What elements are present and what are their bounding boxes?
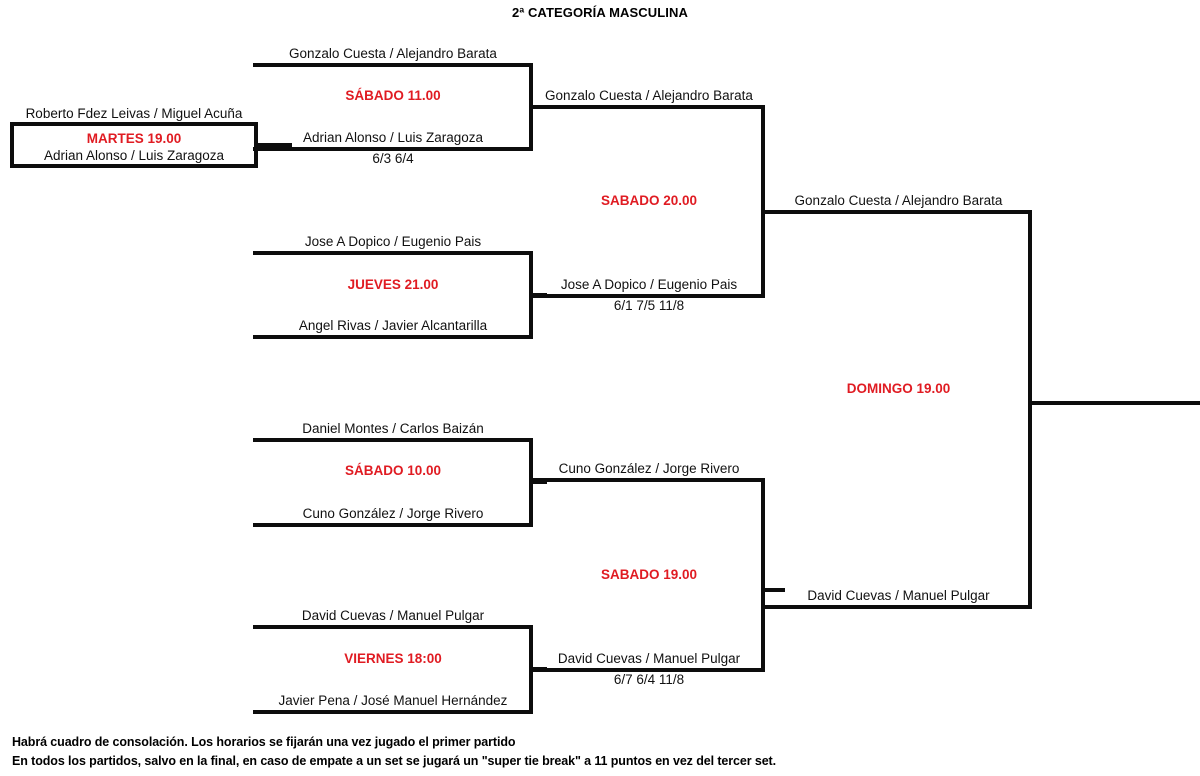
qf-1-top-team: Gonzalo Cuesta / Alejandro Barata bbox=[289, 46, 497, 61]
qf-3-top-line bbox=[253, 438, 533, 442]
qf-3-top-team: Daniel Montes / Carlos Baizán bbox=[302, 421, 484, 436]
r16-m1-schedule: MARTES 19.00 bbox=[86, 131, 182, 146]
sf-2-schedule: SABADO 19.00 bbox=[600, 567, 698, 582]
qf-1-score: 6/3 6/4 bbox=[372, 151, 414, 166]
final-bottom-line bbox=[765, 605, 1032, 609]
r16-m1-left-line bbox=[10, 122, 14, 168]
qf-4-bottom-line bbox=[253, 710, 533, 714]
final-schedule: DOMINGO 19.00 bbox=[846, 381, 951, 396]
r16-m1-bottom-line bbox=[10, 164, 258, 168]
qf-3-winner-connector bbox=[529, 480, 547, 484]
page-title: 2ª CATEGORÍA MASCULINA bbox=[511, 5, 688, 20]
sf-2-bottom-line bbox=[533, 668, 765, 672]
final-right-line bbox=[1028, 210, 1032, 609]
qf-4-schedule: VIERNES 18:00 bbox=[344, 651, 442, 666]
r16-m1-top-line bbox=[10, 122, 258, 126]
footer-note-line-2: En todos los partidos, salvo en la final… bbox=[12, 754, 776, 768]
sf-1-top-team: Gonzalo Cuesta / Alejandro Barata bbox=[545, 88, 753, 103]
qf-3-bottom-line bbox=[253, 523, 533, 527]
qf-4-top-line bbox=[253, 625, 533, 629]
qf-1-bottom-line bbox=[253, 147, 533, 151]
qf-1-top-line bbox=[253, 63, 533, 67]
footer-note-line-1: Habrá cuadro de consolación. Los horario… bbox=[12, 735, 516, 749]
sf-2-top-line bbox=[533, 478, 765, 482]
sf-1-score: 6/1 7/5 11/8 bbox=[613, 298, 685, 313]
sf-2-bottom-team: David Cuevas / Manuel Pulgar bbox=[557, 651, 741, 666]
sf-2-winner-connector bbox=[761, 588, 785, 592]
final-top-team: Gonzalo Cuesta / Alejandro Barata bbox=[794, 193, 1003, 208]
r16-m1-bottom-team: Adrian Alonso / Luis Zaragoza bbox=[43, 148, 225, 163]
sf-2-score: 6/7 6/4 11/8 bbox=[613, 672, 685, 687]
final-top-line bbox=[765, 210, 1032, 214]
qf-2-top-line bbox=[253, 251, 533, 255]
sf-1-right-line bbox=[761, 105, 765, 296]
qf-2-bottom-line bbox=[253, 335, 533, 339]
sf-1-schedule: SABADO 20.00 bbox=[600, 193, 698, 208]
qf-4-top-team: David Cuevas / Manuel Pulgar bbox=[301, 608, 485, 623]
qf-1-schedule: SÁBADO 11.00 bbox=[345, 88, 441, 103]
qf-3-bottom-team: Cuno González / Jorge Rivero bbox=[302, 506, 484, 521]
sf-1-top-line bbox=[533, 105, 765, 109]
r16-m1-winner-connector bbox=[254, 143, 292, 147]
r16-m1-top-team: Roberto Fdez Leivas / Miguel Acuña bbox=[25, 106, 243, 121]
sf-2-right-line bbox=[761, 478, 765, 672]
sf-2-top-team: Cuno González / Jorge Rivero bbox=[558, 461, 740, 476]
qf-4-bottom-team: Javier Pena / José Manuel Hernández bbox=[278, 693, 508, 708]
qf-1-bottom-team: Adrian Alonso / Luis Zaragoza bbox=[302, 130, 484, 145]
qf-2-schedule: JUEVES 21.00 bbox=[347, 277, 439, 292]
qf-3-schedule: SÁBADO 10.00 bbox=[344, 463, 442, 478]
final-winner-connector bbox=[1028, 401, 1200, 405]
sf-1-bottom-line bbox=[533, 294, 765, 298]
qf-2-top-team: Jose A Dopico / Eugenio Pais bbox=[304, 234, 482, 249]
qf-2-bottom-team: Angel Rivas / Javier Alcantarilla bbox=[298, 318, 488, 333]
final-bottom-team: David Cuevas / Manuel Pulgar bbox=[807, 588, 990, 603]
sf-1-bottom-team: Jose A Dopico / Eugenio Pais bbox=[560, 277, 738, 292]
